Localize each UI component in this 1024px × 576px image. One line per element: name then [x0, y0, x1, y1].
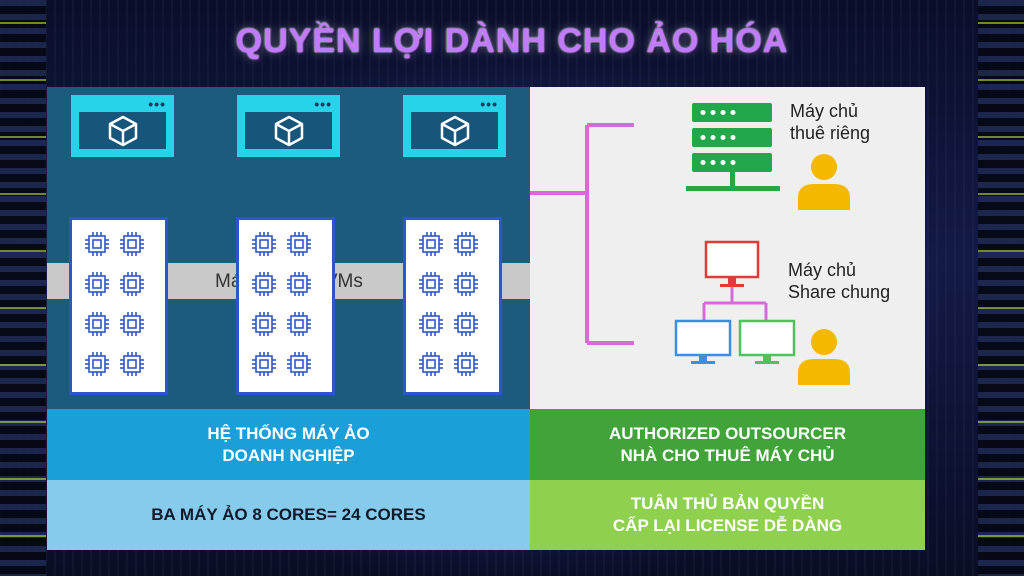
cube-icon	[274, 115, 303, 146]
cpu-chip-icon	[418, 351, 444, 377]
monitor-icon	[738, 319, 796, 364]
window-dots-icon: •••	[314, 96, 332, 112]
monitor-icon	[704, 240, 760, 287]
cpu-chip-icon	[453, 351, 479, 377]
cpu-chip-icon	[418, 311, 444, 337]
cpu-chip-icon	[286, 311, 312, 337]
shared-network-icon	[674, 240, 796, 364]
enterprise-line1: HỆ THỐNG MÁY ẢO	[207, 423, 370, 443]
cpu-chip-icon	[119, 311, 145, 337]
vm-window: •••	[237, 95, 340, 157]
license-line1: TUÂN THỦ BẢN QUYỀN	[630, 494, 825, 513]
connector-lines	[530, 123, 634, 345]
person-icon	[798, 154, 850, 210]
cpu-chip-icon	[251, 311, 277, 337]
cpu-chip-icon	[84, 311, 110, 337]
cpu-chip-icon	[251, 351, 277, 377]
shared-server-caption: Máy chủ Share chung	[788, 259, 890, 303]
cpu-chip-icon	[251, 231, 277, 257]
vm-window: •••	[403, 95, 506, 157]
physical-host-card	[69, 217, 168, 395]
cpu-chip-icon	[453, 271, 479, 297]
cube-icon	[440, 115, 469, 146]
vm-window: •••	[71, 95, 174, 157]
cpu-chip-icon	[119, 231, 145, 257]
page-title: QUYỀN LỢI DÀNH CHO ẢO HÓA	[235, 22, 789, 60]
cube-icon	[108, 115, 137, 146]
dedicated-server-caption: Máy chủ thuê riêng	[790, 100, 870, 144]
cpu-chip-icon	[453, 311, 479, 337]
cpu-chip-icon	[418, 231, 444, 257]
enterprise-band: HỆ THỐNG MÁY ẢO DOANH NGHIỆP	[47, 409, 530, 480]
dedicated-server-line1: Máy chủ	[790, 101, 859, 121]
cpu-chip-icon	[84, 231, 110, 257]
outsourcer-line2: NHÀ CHO THUÊ MÁY CHỦ	[620, 445, 835, 465]
cpu-chip-icon	[84, 271, 110, 297]
physical-host-card	[403, 217, 502, 395]
window-dots-icon: •••	[148, 96, 166, 112]
cpu-chip-icon	[119, 271, 145, 297]
shared-server-line1: Máy chủ	[788, 260, 857, 280]
outsourcer-line1: AUTHORIZED OUTSOURCER	[608, 423, 847, 443]
license-band: TUÂN THỦ BẢN QUYỀN CẤP LẠI LICENSE DỄ DÀ…	[530, 480, 925, 550]
enterprise-line2: DOANH NGHIỆP	[222, 445, 355, 465]
cpu-chip-icon	[286, 351, 312, 377]
cpu-chip-icon	[453, 231, 479, 257]
monitor-icon	[674, 319, 732, 364]
server-rack-right	[978, 0, 1024, 576]
cores-band: BA MÁY ẢO 8 CORES= 24 CORES	[47, 480, 530, 550]
hosting-diagram: Máy chủ thuê riêng Máy chủ	[530, 87, 925, 409]
license-line2: CẤP LẠI LICENSE DỄ DÀNG	[612, 516, 843, 535]
cpu-chip-icon	[84, 351, 110, 377]
cpu-chip-icon	[286, 271, 312, 297]
outsourcer-band: AUTHORIZED OUTSOURCER NHÀ CHO THUÊ MÁY C…	[530, 409, 925, 480]
server-stack-icon	[686, 103, 780, 191]
window-dots-icon: •••	[480, 96, 498, 112]
cpu-chip-icon	[418, 271, 444, 297]
dedicated-server-line2: thuê riêng	[790, 123, 871, 143]
shared-server-line2: Share chung	[788, 282, 891, 302]
person-icon	[798, 329, 850, 385]
cpu-chip-icon	[119, 351, 145, 377]
cores-line1: BA MÁY ẢO 8 CORES= 24 CORES	[151, 505, 426, 524]
server-rack-left	[0, 0, 46, 576]
cpu-chip-icon	[251, 271, 277, 297]
physical-host-card	[236, 217, 335, 395]
cpu-chip-icon	[286, 231, 312, 257]
